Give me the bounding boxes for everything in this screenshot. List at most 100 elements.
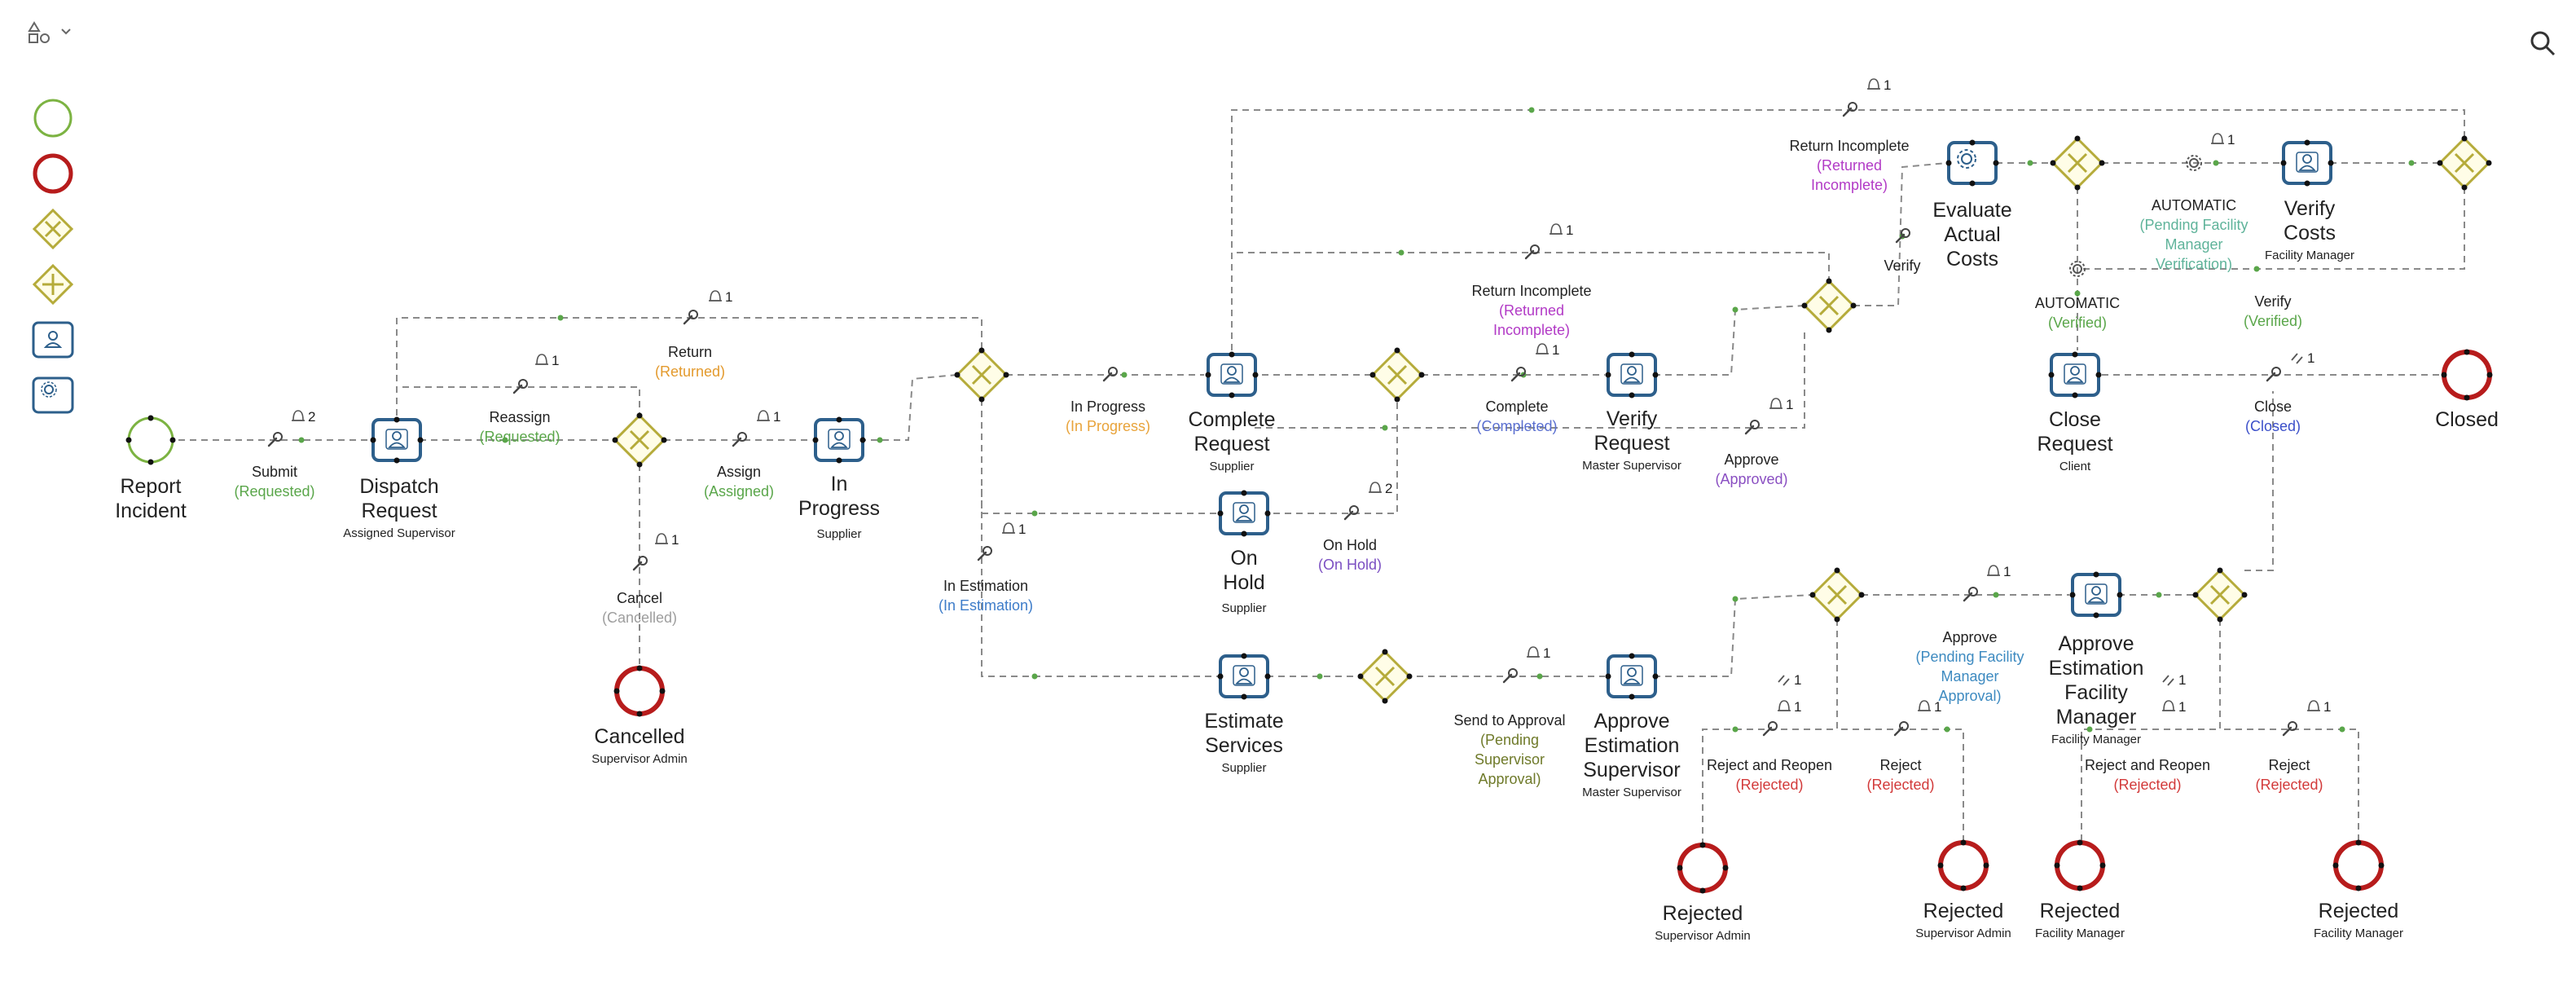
- connection-point[interactable]: [1605, 372, 1611, 378]
- connection-point[interactable]: [1003, 372, 1009, 378]
- connection-point[interactable]: [636, 461, 643, 468]
- connection-point[interactable]: [2280, 160, 2287, 166]
- connection-point[interactable]: [1699, 887, 1706, 894]
- connection-point[interactable]: [1357, 673, 1364, 680]
- connection-point[interactable]: [978, 347, 985, 354]
- transition-label-reject_reopen_2[interactable]: Reject and Reopen(Rejected): [2085, 757, 2210, 793]
- wrench-approve[interactable]: [1744, 420, 1760, 435]
- connection-point[interactable]: [2050, 160, 2056, 166]
- connection-point[interactable]: [1983, 862, 1989, 869]
- wrench-submit[interactable]: [267, 432, 283, 447]
- connection-point[interactable]: [2117, 592, 2123, 598]
- exclusive-gateway-verify-gw[interactable]: [1801, 278, 1857, 333]
- user-task-complete-request[interactable]: [1205, 351, 1259, 398]
- start-event-report-incident[interactable]: [125, 415, 176, 465]
- connection-point[interactable]: [2328, 160, 2334, 166]
- edge-to-onhold[interactable]: [981, 399, 1218, 514]
- connection-point[interactable]: [2093, 612, 2099, 618]
- wrench-cancel[interactable]: [632, 556, 648, 571]
- user-task-close-request[interactable]: [2048, 351, 2102, 398]
- connection-point[interactable]: [1850, 302, 1857, 309]
- transition-label-cancel[interactable]: Cancel(Cancelled): [602, 590, 677, 626]
- transition-label-complete[interactable]: Complete(Completed): [1476, 398, 1557, 434]
- connection-point[interactable]: [2072, 351, 2078, 358]
- connection-point[interactable]: [393, 416, 400, 423]
- connection-point[interactable]: [125, 437, 132, 443]
- connection-point[interactable]: [1858, 592, 1865, 598]
- connection-point[interactable]: [169, 437, 176, 443]
- user-task-estimate-services[interactable]: [1217, 653, 1271, 700]
- connection-point[interactable]: [2069, 592, 2076, 598]
- edge-verify-to-gateway[interactable]: [1654, 305, 1805, 376]
- connection-point[interactable]: [2441, 372, 2447, 378]
- user-task-on-hold[interactable]: [1217, 490, 1271, 537]
- connection-point[interactable]: [2464, 394, 2470, 401]
- connection-point[interactable]: [1801, 302, 1808, 309]
- search-button[interactable]: [2525, 26, 2561, 62]
- connection-point[interactable]: [1369, 372, 1376, 378]
- transition-label-in_estimation[interactable]: In Estimation(In Estimation): [939, 578, 1033, 614]
- exclusive-gateway-evaluate-gw[interactable]: [2050, 135, 2105, 191]
- transition-label-submit[interactable]: Submit(Requested): [234, 464, 314, 500]
- connection-point[interactable]: [370, 437, 376, 443]
- edge-approve[interactable]: [1255, 330, 1805, 429]
- connection-point[interactable]: [1722, 865, 1729, 871]
- connection-point[interactable]: [859, 437, 866, 443]
- transition-label-verify_label[interactable]: Verify: [1884, 258, 1920, 274]
- connection-point[interactable]: [1834, 616, 1840, 623]
- connection-point[interactable]: [1382, 698, 1388, 704]
- connection-point[interactable]: [812, 437, 819, 443]
- connection-point[interactable]: [2486, 372, 2493, 378]
- wrench-approve-pending-fm[interactable]: [1963, 587, 1978, 602]
- connection-point[interactable]: [661, 437, 667, 443]
- connection-point[interactable]: [1629, 392, 1635, 398]
- transition-label-automatic_1[interactable]: AUTOMATIC(Pending FacilityManagerVerific…: [2139, 197, 2248, 272]
- wrench-return-incomplete-1[interactable]: [1524, 244, 1540, 260]
- connection-point[interactable]: [2464, 349, 2470, 355]
- transition-label-reject_2[interactable]: Reject(Rejected): [2255, 757, 2323, 793]
- connection-point[interactable]: [636, 711, 643, 717]
- connection-point[interactable]: [1229, 351, 1235, 358]
- exclusive-gateway-verify-costs-gw[interactable]: [2437, 135, 2492, 191]
- wrench-reject-reopen-1[interactable]: [1762, 721, 1778, 737]
- connection-point[interactable]: [2304, 139, 2310, 146]
- connection-point[interactable]: [1394, 396, 1400, 403]
- connection-point[interactable]: [2099, 160, 2105, 166]
- connection-point[interactable]: [1418, 372, 1425, 378]
- connection-point[interactable]: [1264, 673, 1271, 680]
- edge-reject-2[interactable]: [2219, 619, 2359, 847]
- shapes-menu-button[interactable]: [24, 16, 81, 49]
- connection-point[interactable]: [2355, 885, 2362, 891]
- transition-label-close[interactable]: Close(Closed): [2245, 398, 2301, 434]
- wrench-on-hold[interactable]: [1343, 505, 1359, 521]
- user-task-tool[interactable]: [24, 311, 81, 360]
- connection-point[interactable]: [636, 665, 643, 671]
- edge-approve-supervisor-to-gateway[interactable]: [1654, 594, 1813, 677]
- parallel-gateway-tool[interactable]: [24, 256, 81, 306]
- connection-point[interactable]: [1945, 160, 1952, 166]
- connection-point[interactable]: [2217, 567, 2223, 574]
- connection-point[interactable]: [2355, 839, 2362, 846]
- edge-verify-2[interactable]: [2081, 187, 2465, 270]
- connection-point[interactable]: [1677, 865, 1683, 871]
- connection-point[interactable]: [1960, 885, 1967, 891]
- user-task-verify-costs[interactable]: [2280, 139, 2334, 187]
- connection-point[interactable]: [2192, 592, 2199, 598]
- connection-point[interactable]: [1406, 673, 1413, 680]
- connection-point[interactable]: [147, 415, 154, 421]
- connection-point[interactable]: [2048, 372, 2055, 378]
- connection-point[interactable]: [2304, 180, 2310, 187]
- wrench-in-progress[interactable]: [1102, 367, 1118, 382]
- user-task-approve-estimation-supervisor[interactable]: [1605, 653, 1659, 700]
- connection-point[interactable]: [1826, 327, 1832, 333]
- connection-point[interactable]: [2077, 839, 2083, 846]
- transition-label-reject_reopen_1[interactable]: Reject and Reopen(Rejected): [1707, 757, 1832, 793]
- user-task-approve-estimation-fm[interactable]: [2069, 571, 2123, 618]
- transition-label-return[interactable]: Return(Returned): [655, 344, 725, 380]
- wrench-assign[interactable]: [732, 432, 747, 447]
- connection-point[interactable]: [978, 396, 985, 403]
- user-task-verify-request[interactable]: [1605, 351, 1659, 398]
- connection-point[interactable]: [1629, 693, 1635, 700]
